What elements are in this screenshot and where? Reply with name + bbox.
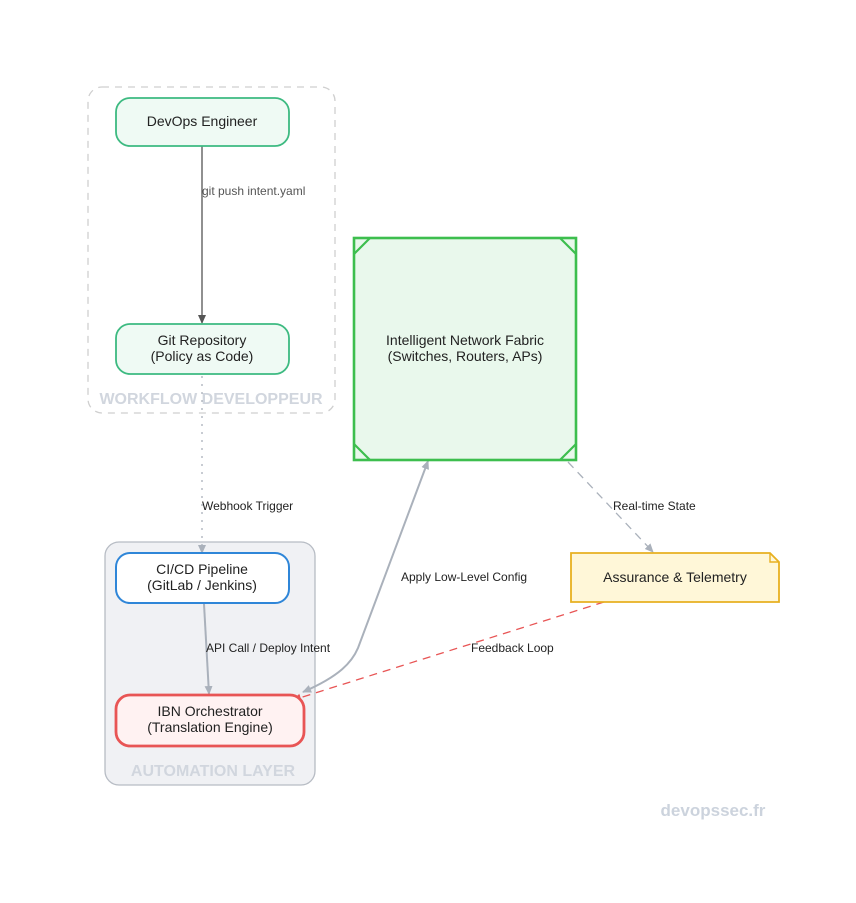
edge-api-call-label: API Call / Deploy Intent — [206, 641, 331, 655]
edge-api-call: API Call / Deploy Intent — [203, 603, 331, 695]
node-assurance-telemetry-label: Assurance & Telemetry — [603, 569, 747, 585]
group-automation-label: AUTOMATION LAYER — [131, 763, 296, 780]
edge-apply-config: Apply Low-Level Config — [302, 460, 527, 693]
node-network-fabric-line1: Intelligent Network Fabric — [386, 332, 544, 348]
node-cicd-pipeline-line1: CI/CD Pipeline — [156, 561, 248, 577]
edge-feedback-loop: Feedback Loop — [292, 601, 605, 702]
node-ibn-orchestrator-line2: (Translation Engine) — [147, 719, 273, 735]
node-cicd-pipeline-line2: (GitLab / Jenkins) — [147, 577, 257, 593]
watermark: devopssec.fr — [661, 801, 766, 820]
node-ibn-orchestrator-line1: IBN Orchestrator — [157, 703, 262, 719]
node-network-fabric-line2: (Switches, Routers, APs) — [388, 348, 543, 364]
node-assurance-telemetry: Assurance & Telemetry — [570, 552, 780, 603]
edge-webhook: Webhook Trigger — [198, 376, 293, 554]
node-devops-engineer: DevOps Engineer — [115, 97, 290, 147]
node-ibn-orchestrator: IBN Orchestrator (Translation Engine) — [114, 693, 306, 748]
node-network-fabric: Intelligent Network Fabric (Switches, Ro… — [352, 236, 578, 462]
edge-git-push-label: git push intent.yaml — [202, 184, 305, 198]
node-git-repository-line2: (Policy as Code) — [151, 348, 254, 364]
group-workflow-label: WORKFLOW DEVELOPPEUR — [99, 391, 323, 408]
node-cicd-pipeline: CI/CD Pipeline (GitLab / Jenkins) — [115, 552, 290, 604]
group-workflow: WORKFLOW DEVELOPPEUR — [87, 86, 336, 414]
node-git-repository-line1: Git Repository — [158, 332, 247, 348]
edge-realtime-state-label: Real-time State — [613, 499, 696, 513]
edge-git-push: git push intent.yaml — [198, 146, 305, 324]
node-git-repository: Git Repository (Policy as Code) — [115, 323, 290, 375]
edge-realtime-state: Real-time State — [567, 461, 696, 553]
node-devops-engineer-label: DevOps Engineer — [147, 113, 258, 129]
edge-webhook-label: Webhook Trigger — [202, 499, 293, 513]
edge-apply-config-label: Apply Low-Level Config — [401, 570, 527, 584]
edge-feedback-loop-label: Feedback Loop — [471, 641, 554, 655]
